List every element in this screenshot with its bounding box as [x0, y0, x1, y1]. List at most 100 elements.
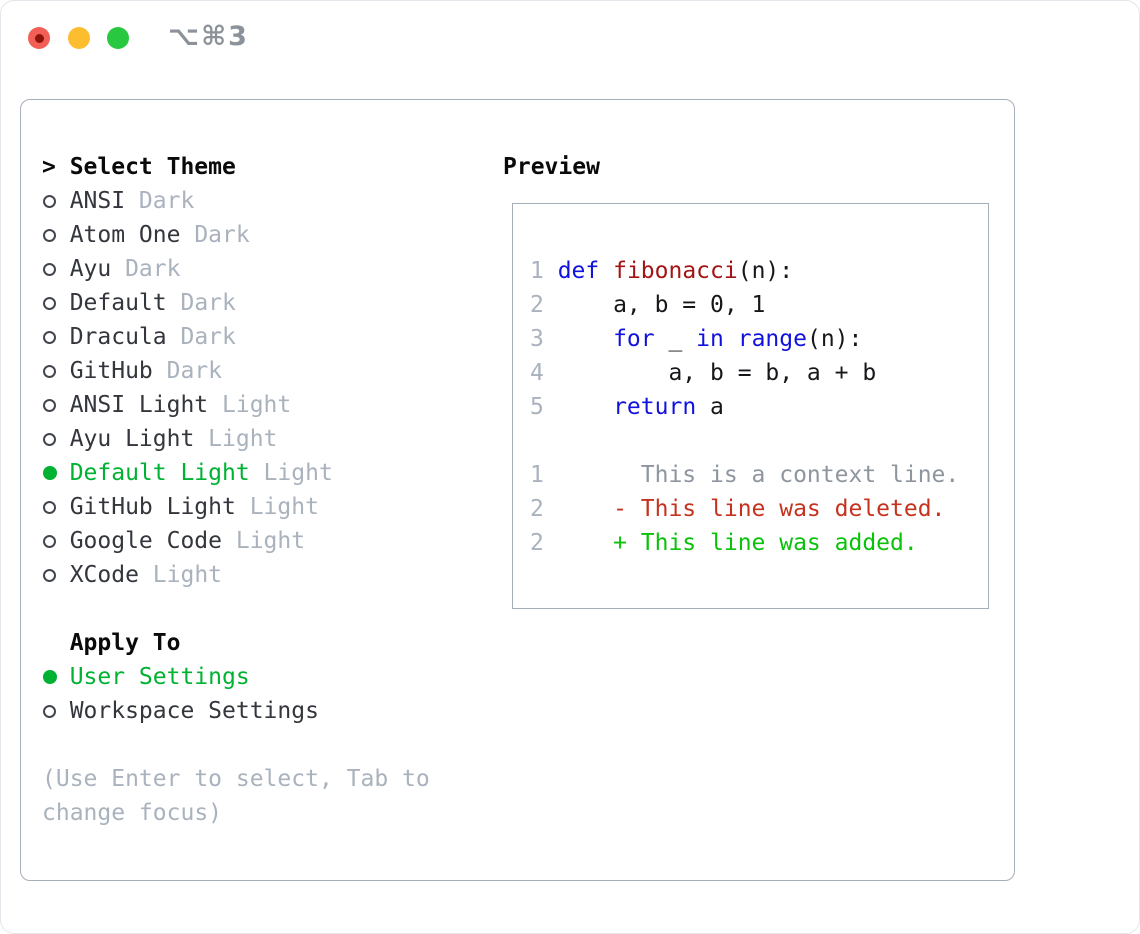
- marker-cell: [42, 262, 70, 276]
- theme-item[interactable]: ANSI Dark: [42, 184, 430, 218]
- theme-item[interactable]: Google Code Light: [42, 524, 430, 558]
- theme-name: Ayu: [69, 256, 112, 282]
- radio-icon: [43, 330, 56, 344]
- theme-variant: Dark: [166, 290, 236, 316]
- marker-cell: [42, 194, 70, 208]
- theme-name: Default Light: [69, 460, 250, 486]
- hint-line: change focus): [42, 796, 430, 830]
- spacer: [42, 728, 430, 762]
- theme-item[interactable]: Dracula Dark: [42, 320, 430, 354]
- theme-item[interactable]: GitHub Dark: [42, 354, 430, 388]
- preview-code: 1 def fibonacci(n): 2 a, b = 0, 1 3 for _ i…: [530, 254, 986, 560]
- apply-option[interactable]: Workspace Settings: [42, 694, 430, 728]
- line-content: a, b = b, a + b: [557, 360, 877, 386]
- preview-title: Preview: [503, 154, 600, 180]
- apply-to-title: Apply To: [42, 626, 430, 660]
- close-button[interactable]: [28, 27, 50, 49]
- theme-name: Atom One: [69, 222, 181, 248]
- line-content: + This line was added.: [557, 530, 918, 556]
- radio-icon: [43, 296, 56, 310]
- radio-icon: [43, 262, 56, 276]
- line-number: 4: [530, 360, 544, 386]
- hint-text: (Use Enter to select, Tab to: [42, 766, 430, 792]
- theme-item[interactable]: Default Light Light: [42, 456, 430, 490]
- line-number: 1: [530, 462, 544, 488]
- theme-item[interactable]: XCode Light: [42, 558, 430, 592]
- line-number: 5: [530, 394, 544, 420]
- theme-variant: Light: [249, 460, 333, 486]
- maximize-button[interactable]: [107, 27, 129, 49]
- line-content: This is a context line.: [557, 462, 960, 488]
- window-shortcut-label: ⌥⌘3: [168, 21, 249, 52]
- theme-variant: Dark: [125, 188, 195, 214]
- radio-icon: [43, 534, 56, 548]
- titlebar: ⌥⌘3: [1, 1, 1139, 75]
- code-line: 5 return a: [530, 390, 986, 424]
- theme-variant: Light: [208, 392, 292, 418]
- theme-item[interactable]: Default Dark: [42, 286, 430, 320]
- theme-name: ANSI: [69, 188, 126, 214]
- line-content: - This line was deleted.: [557, 496, 946, 522]
- marker-cell: [42, 500, 70, 514]
- line-content: return a: [613, 394, 724, 420]
- theme-item[interactable]: Ayu Dark: [42, 252, 430, 286]
- theme-variant: Dark: [111, 256, 181, 282]
- theme-item[interactable]: GitHub Light Light: [42, 490, 430, 524]
- blank-line: [530, 424, 986, 458]
- minimize-button[interactable]: [68, 27, 90, 49]
- close-dot-icon: [34, 33, 44, 43]
- theme-name: Ayu Light: [69, 426, 195, 452]
- line-content: def fibonacci(n):: [557, 258, 794, 284]
- theme-list-title-label: Select Theme: [69, 154, 236, 180]
- marker-cell: [42, 364, 70, 378]
- marker-cell: [42, 670, 70, 684]
- theme-name: Default: [69, 290, 167, 316]
- theme-variant: Dark: [166, 324, 236, 350]
- diff-added-line: 2 + This line was added.: [530, 526, 986, 560]
- radio-icon: [43, 398, 56, 412]
- line-number: 1: [530, 258, 544, 284]
- code-line: 1 def fibonacci(n):: [530, 254, 986, 288]
- theme-name: Google Code: [69, 528, 223, 554]
- apply-option-label: User Settings: [69, 664, 250, 690]
- marker-cell: [42, 228, 70, 242]
- marker-cell: [42, 296, 70, 310]
- marker-cell: [42, 466, 70, 480]
- code-line: 4 a, b = b, a + b: [530, 356, 986, 390]
- radio-selected-icon: [43, 466, 57, 480]
- marker-cell: [42, 704, 70, 718]
- line-number: 2: [530, 292, 544, 318]
- line-content: for _ in range(n):: [613, 326, 863, 352]
- radio-icon: [43, 568, 56, 582]
- theme-variant: Dark: [180, 222, 250, 248]
- radio-icon: [43, 704, 56, 718]
- theme-name: XCode: [69, 562, 139, 588]
- theme-item[interactable]: ANSI Light Light: [42, 388, 430, 422]
- theme-variant: Dark: [152, 358, 223, 384]
- theme-variant: Light: [222, 528, 306, 554]
- theme-item[interactable]: Ayu Light Light: [42, 422, 430, 456]
- apply-to-title-label: Apply To: [69, 630, 181, 656]
- radio-icon: [43, 194, 56, 208]
- marker-cell: [42, 330, 70, 344]
- diff-context-line: 1 This is a context line.: [530, 458, 986, 492]
- theme-item[interactable]: Atom One Dark: [42, 218, 430, 252]
- theme-name: Dracula: [69, 324, 167, 350]
- line-number: 2: [530, 496, 544, 522]
- theme-variant: Light: [235, 494, 319, 520]
- line-content: a, b = 0, 1: [557, 292, 766, 318]
- radio-icon: [43, 432, 56, 446]
- theme-name: GitHub: [69, 358, 153, 384]
- marker-cell: [42, 432, 70, 446]
- line-number: 3: [530, 326, 544, 352]
- radio-icon: [43, 364, 56, 378]
- marker-cell: [42, 534, 70, 548]
- hint-text: change focus): [42, 800, 223, 826]
- marker-cell: [42, 568, 70, 582]
- selection-caret-icon: >: [42, 154, 56, 180]
- apply-option[interactable]: User Settings: [42, 660, 430, 694]
- theme-list-title: > Select Theme: [42, 150, 430, 184]
